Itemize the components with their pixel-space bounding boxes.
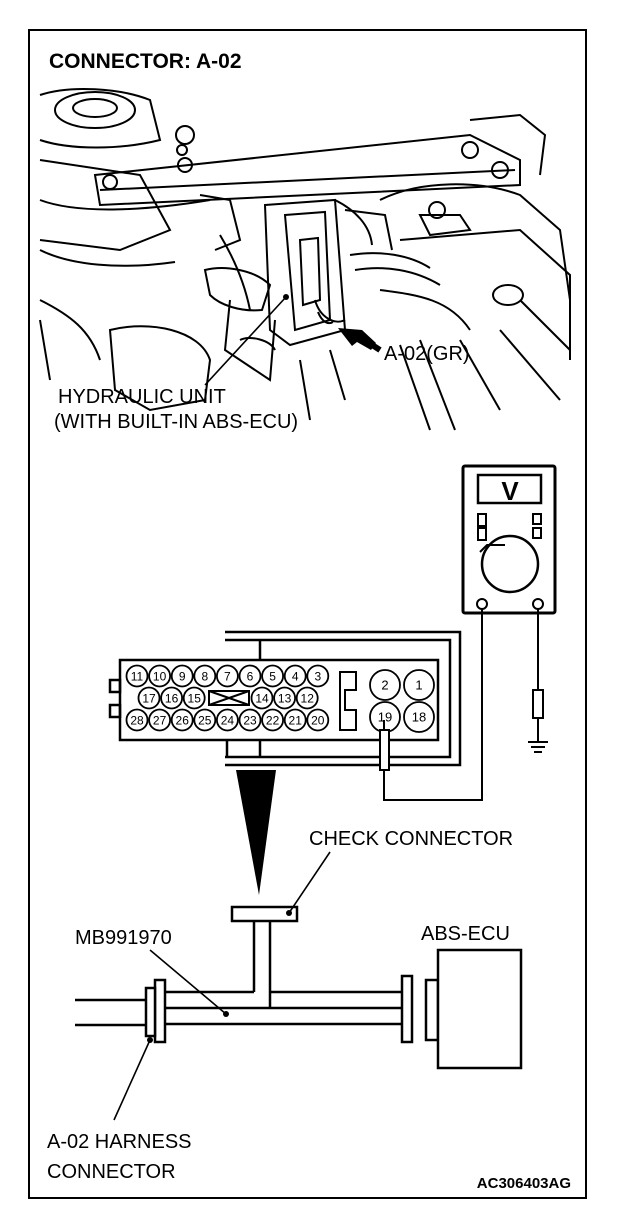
abs-ecu-box [424,948,523,1070]
connector-pin-label: 14 [255,691,269,705]
harness-connector-label: A-02 HARNESS [47,1131,192,1153]
connector-pin-label: 22 [266,713,280,727]
connector-pin-label: 24 [221,713,235,727]
connector-pin-label: 4 [292,669,299,683]
harness-leader [113,1039,151,1121]
hydraulic-leader-line [204,296,287,386]
connector-pin-label: 11 [131,669,144,683]
connector-pin [295,686,319,710]
connector-pin [273,686,297,710]
connector-callout-label: A-02(GR) [384,343,470,365]
engine-bay-illustration [39,88,571,431]
voltmeter [461,464,557,615]
figure-title: CONNECTOR: A-02 [49,50,242,73]
tool-dot [223,1011,229,1017]
connector-pin-label: 3 [314,669,321,683]
connector-pin-label: 5 [269,669,276,683]
voltmeter-positive-lead [383,609,483,801]
zoom-wedge [236,770,276,895]
check-connector-dot [286,910,292,916]
connector-pin-label: 2 [381,678,388,693]
connector-pin [369,669,401,701]
connector-pin-label: 16 [165,691,179,705]
connector-pin-label: 18 [412,710,426,725]
hydraulic-unit-sublabel: (WITH BUILT-IN ABS-ECU) [54,411,298,433]
hydraulic-unit-label: HYDRAULIC UNIT [58,386,226,408]
connector-pin-label: 9 [179,669,186,683]
connector-pin-label: 12 [301,691,315,705]
connector-pin [137,686,161,710]
check-connector-label: CHECK CONNECTOR [309,828,513,850]
connector-pin [193,708,217,732]
connector-pin [170,708,194,732]
connector-pin [261,664,285,688]
hydraulic-leader-dot [283,294,289,300]
harness-connector-sublabel: CONNECTOR [47,1161,176,1183]
connector-pin-label: 13 [278,691,292,705]
connector-pin-label: 28 [130,713,144,727]
connector-keyway [208,690,250,706]
check-connector-leader [288,851,331,914]
connector-pin-label: 7 [224,669,231,683]
connector-pins-row3: 28 27 26 25 24 23 22 21 20 [125,708,330,732]
figure-code: AC306403AG [477,1175,571,1192]
ground-probe [528,689,548,753]
connector-pin-label: 20 [311,713,325,727]
connector-arrow-shaft [356,333,382,353]
connector-pin [283,664,307,688]
voltmeter-symbol: V [501,476,519,506]
test-probe [379,720,390,771]
connector-pin [250,686,274,710]
connector-pins-large: 2 1 19 18 [369,669,435,733]
connector-pin [148,708,172,732]
tool-leader [149,949,227,1015]
connector-pin [215,708,239,732]
abs-ecu-label: ABS-ECU [421,923,510,945]
connector-pins-row2: 17 16 15 14 13 12 [137,686,319,710]
connector-pin-label: 26 [176,713,190,727]
connector-pin-label: 15 [188,691,202,705]
connector-pin [148,664,172,688]
connector-pins-row1: 11 10 9 8 7 6 5 4 3 [125,664,330,688]
connector-pin [238,664,262,688]
connector-pin-label: 27 [153,713,167,727]
connector-pin-label: 8 [201,669,208,683]
connector-pin [403,701,435,733]
tool-label: MB991970 [75,927,172,949]
connector-pin [193,664,217,688]
connector-pin [170,664,194,688]
connector-pin [215,664,239,688]
harness-dot [147,1037,153,1043]
connector-pin-label: 1 [415,678,422,693]
check-harness [75,905,414,1044]
connector-pin [306,708,330,732]
figure-frame [28,29,587,1199]
connector-pin-label: 21 [289,713,303,727]
connector-pin [283,708,307,732]
connector-pin [160,686,184,710]
connector-pin [125,664,149,688]
connector-housing [108,630,462,767]
connector-pin-label: 25 [198,713,212,727]
connector-pin [238,708,262,732]
connector-pin [403,669,435,701]
connector-pin-label: 6 [247,669,254,683]
connector-pin-label: 17 [142,691,156,705]
connector-pin [125,708,149,732]
connector-pin [182,686,206,710]
connector-pin-label: 10 [153,669,167,683]
connector-pin [261,708,285,732]
connector-pin-label: 19 [378,710,392,725]
connector-pin [306,664,330,688]
connector-pin-label: 23 [243,713,257,727]
